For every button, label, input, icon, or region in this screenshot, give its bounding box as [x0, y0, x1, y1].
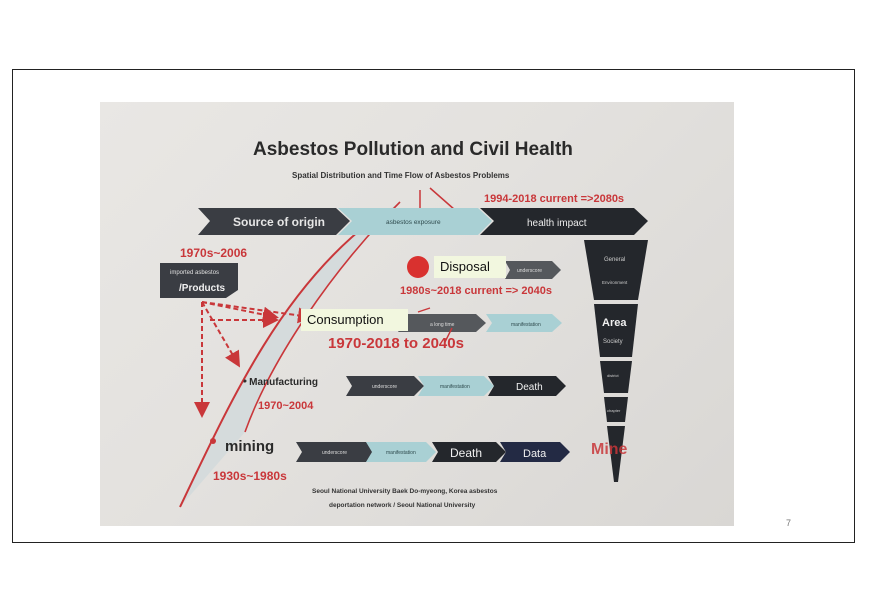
manufacturing-death-arrow	[488, 376, 566, 396]
products-dashed-arrows	[194, 301, 314, 418]
funnel-mine	[607, 426, 625, 482]
mining-dot	[210, 438, 216, 444]
credit-line-2: deportation network / Seoul National Uni…	[329, 502, 476, 509]
funnel-area	[594, 304, 638, 357]
manufacturing-death-label: Death	[516, 382, 543, 393]
disposal-period: 1980s~2018 current => 2040s	[400, 285, 552, 297]
consumption-arrow-1-label: a long time	[430, 322, 455, 328]
products-box-line1: imported asbestos	[170, 270, 219, 276]
health-impact-label: health impact	[527, 218, 587, 229]
funnel-district-label: district	[607, 373, 619, 378]
mining-arrow-1	[296, 442, 376, 462]
funnel-district	[600, 361, 632, 393]
consumption-red-hook	[417, 307, 453, 343]
funnel-general-label: General	[604, 257, 625, 263]
source-of-origin-label: Source of origin	[233, 215, 325, 229]
funnel-chapter-label: chapter	[607, 408, 621, 413]
funnel-chapter	[604, 397, 628, 422]
credit-line-1: Seoul National University Baek Do-myeong…	[312, 488, 498, 495]
funnel-general	[584, 240, 648, 300]
manufacturing-arrow-1-label: underscore	[372, 384, 397, 390]
funnel-mine-label: Mine	[591, 441, 628, 458]
subtitle-connector	[419, 187, 456, 211]
manufacturing-label: · Manufacturing	[243, 377, 318, 388]
asbestos-exposure-arrow	[338, 208, 492, 235]
mining-arrow-2	[366, 442, 436, 462]
diagram-canvas: Asbestos Pollution and Civil Health Spat…	[160, 139, 648, 509]
funnel-area-label: Area	[602, 317, 627, 329]
slide-number: 7	[786, 518, 792, 528]
products-period: 1970s~2006	[180, 246, 247, 260]
funnel-environment-label: Environment	[602, 280, 628, 285]
disposal-red-dot	[407, 256, 429, 278]
health-impact-arrow	[480, 208, 648, 235]
manufacturing-period: 1970~2004	[258, 400, 314, 412]
manufacturing-dot	[243, 379, 247, 383]
funnel-society-label: Society	[603, 339, 623, 345]
manufacturing-arrow-1	[346, 376, 424, 396]
mining-arrow-2-label: manifestation	[386, 450, 416, 456]
mining-period: 1930s~1980s	[213, 469, 287, 483]
consumption-overlay: Consumption	[301, 309, 408, 331]
sweep-curve-outer	[179, 221, 371, 508]
disposal-small-arrow	[505, 261, 561, 279]
manufacturing-arrow-2-label: manifestation	[440, 384, 470, 390]
diagram-title: Asbestos Pollution and Civil Health	[253, 139, 573, 160]
mining-death-arrow	[432, 442, 506, 462]
disposal-small-arrow-label: underscore	[517, 268, 542, 274]
source-of-origin-arrow	[198, 208, 350, 235]
manufacturing-arrow-2	[418, 376, 494, 396]
sweep-curve	[180, 202, 400, 507]
asbestos-exposure-label: asbestos exposure	[386, 219, 441, 226]
products-box	[160, 263, 238, 298]
health-impact-period: 1994-2018 current =>2080s	[484, 193, 624, 205]
consumption-arrow-1	[398, 314, 486, 332]
mining-arrow-1-label: underscore	[322, 450, 347, 456]
diagram-subtitle: Spatial Distribution and Time Flow of As…	[292, 171, 510, 180]
consumption-period: 1970-2018 to 2040s	[328, 335, 464, 352]
mining-data-label: Data	[523, 448, 547, 460]
mining-label: mining	[225, 438, 274, 455]
disposal-overlay: Disposal	[434, 256, 506, 278]
products-box-line2: /Products	[179, 283, 226, 294]
mining-death-label: Death	[450, 446, 482, 460]
consumption-arrow-2-label: manifestation	[511, 322, 541, 328]
consumption-arrow-2	[486, 314, 562, 332]
mining-data-arrow	[500, 442, 570, 462]
diagram-photo: Asbestos Pollution and Civil Health Spat…	[100, 102, 734, 526]
